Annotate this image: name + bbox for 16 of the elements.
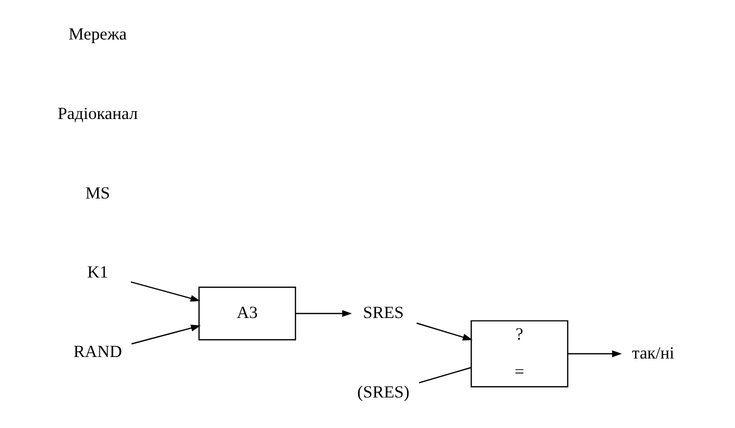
node-text: K1 xyxy=(87,262,108,282)
arrow xyxy=(568,350,622,358)
label: Радіоканал xyxy=(58,104,138,124)
label: Мережа xyxy=(68,24,127,44)
arrow xyxy=(130,281,200,302)
node-box: ? = xyxy=(470,320,568,388)
node-text: SRES xyxy=(362,303,404,322)
arrow xyxy=(296,310,352,317)
connector xyxy=(418,367,472,384)
arrow xyxy=(416,322,473,340)
node-text: RAND xyxy=(74,342,122,362)
node-box: A3 xyxy=(198,286,296,340)
node-text: так/ні xyxy=(632,343,674,362)
label: MS xyxy=(85,183,110,202)
arrow xyxy=(131,324,201,344)
node-text: (SRES) xyxy=(357,382,410,402)
